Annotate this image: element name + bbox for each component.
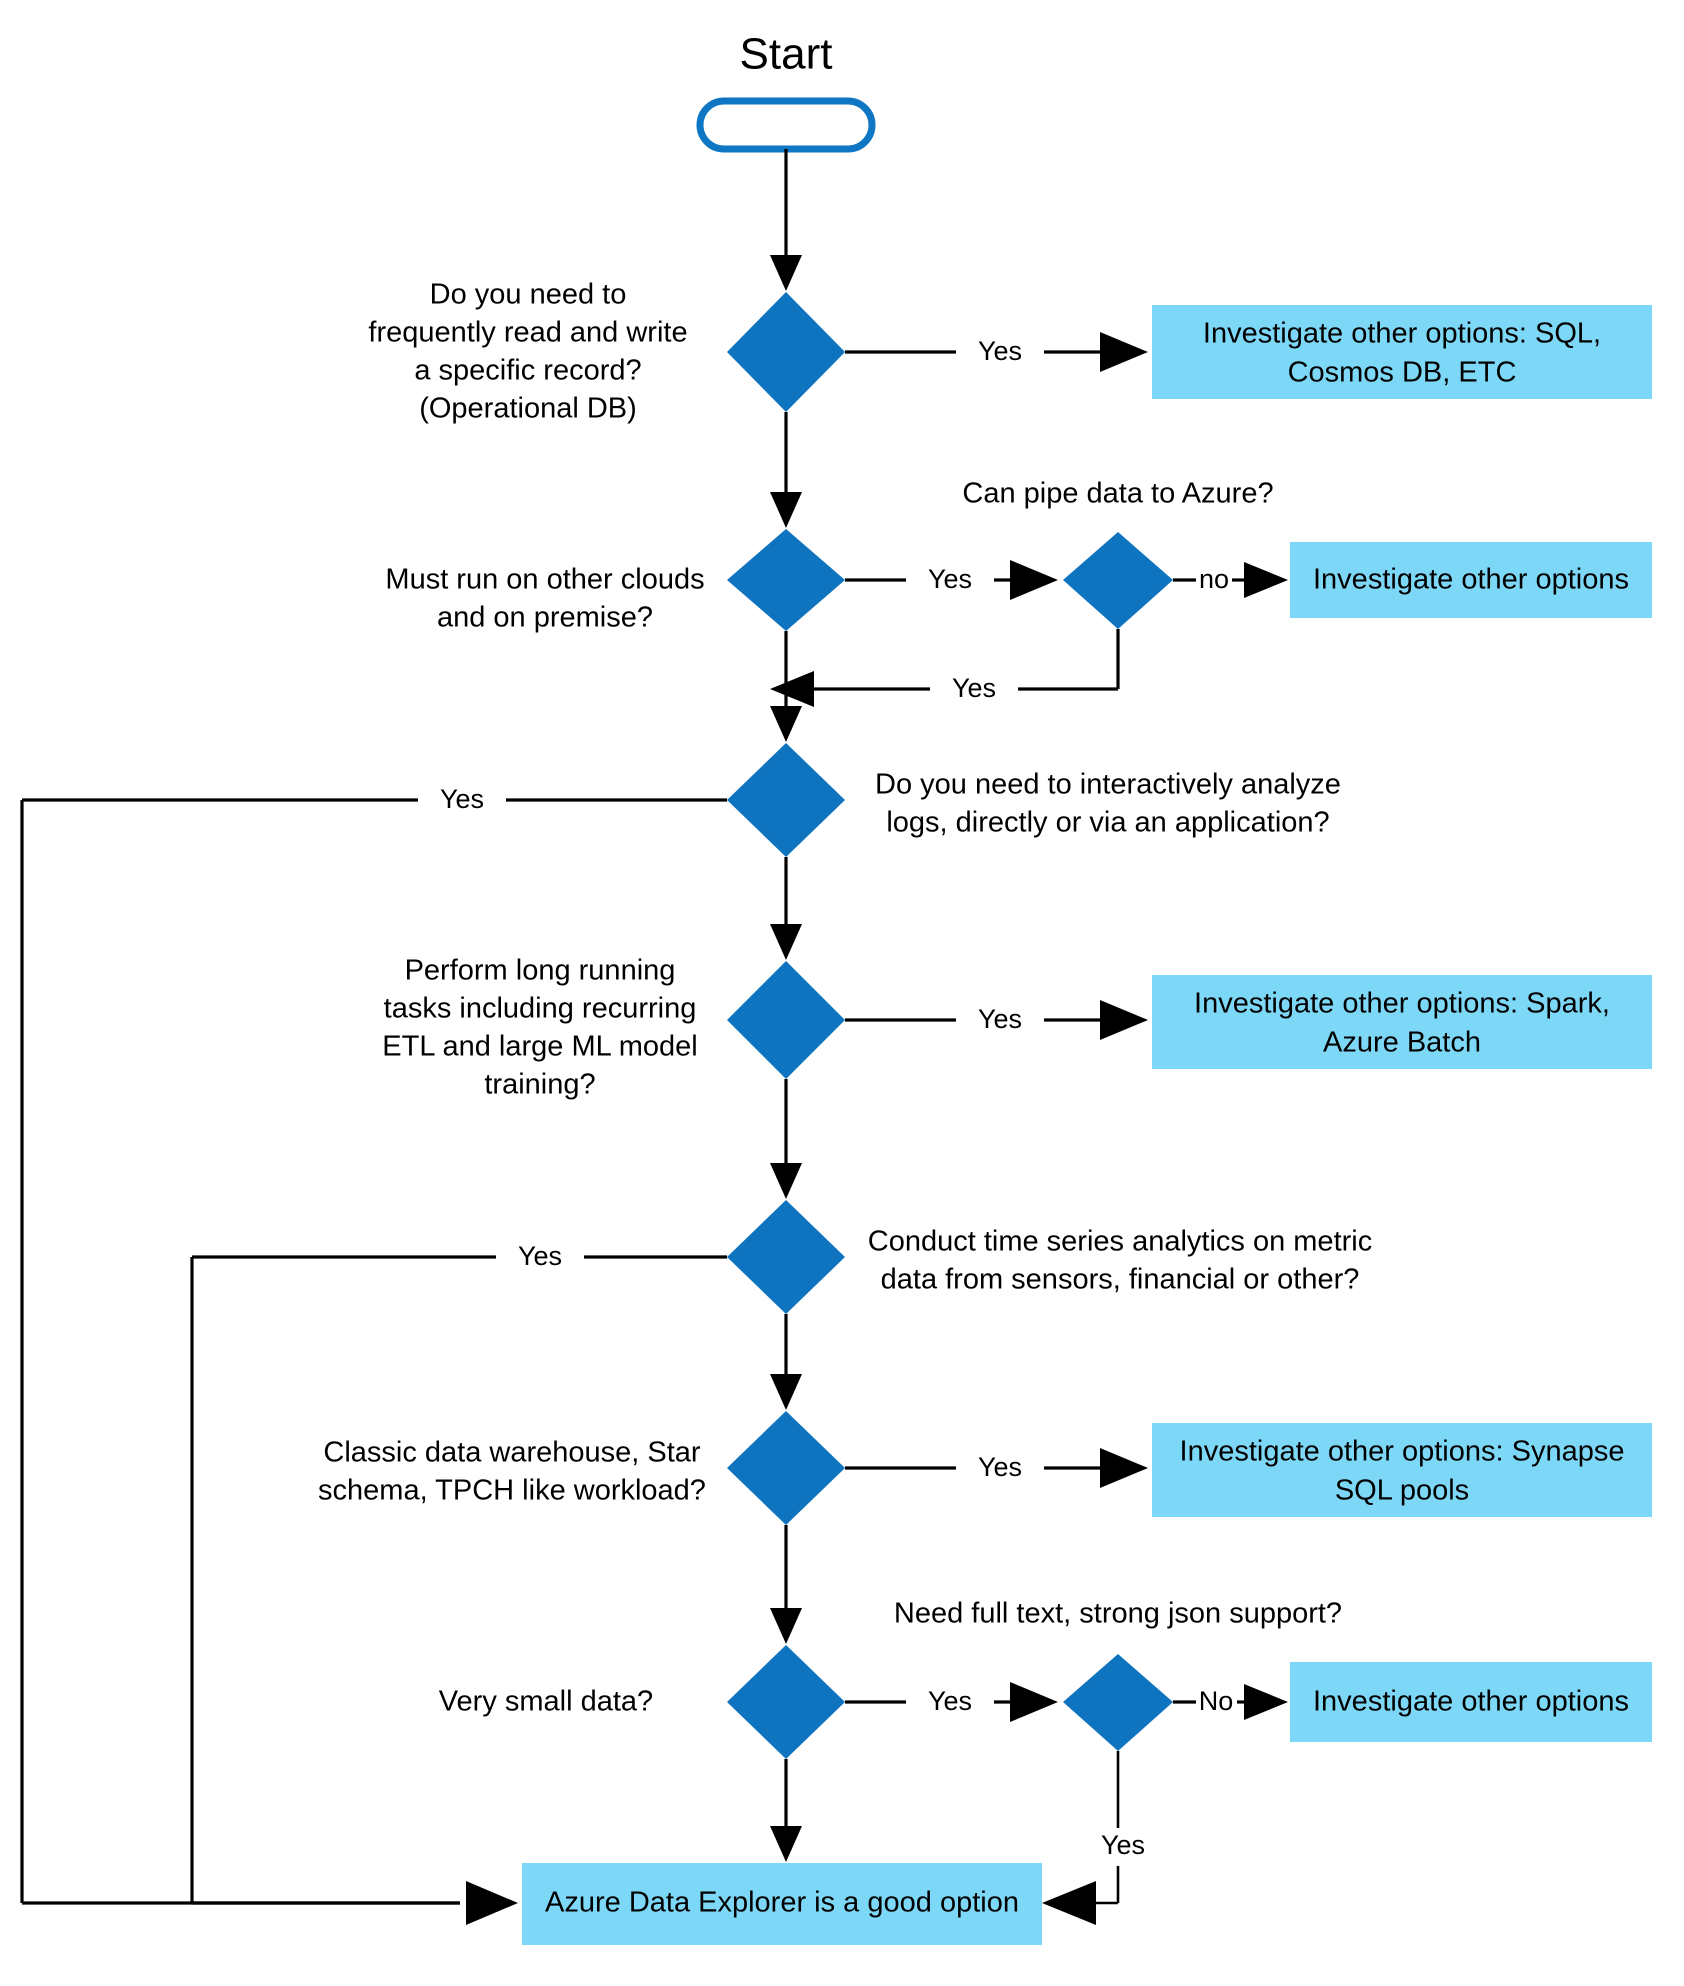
decision-other-clouds-line1: Must run on other clouds [385,564,704,596]
result-sql-cosmos-line1: Investigate other options: SQL, [1203,318,1601,350]
result-sql-cosmos-line2: Cosmos DB, ETC [1288,357,1517,389]
arrowhead-d4-yes [1100,1000,1148,1040]
edge-label-bg-d2b-yes [930,673,1018,707]
decision-long-running-tasks[interactable] [727,961,845,1079]
edge-label-d3-yes: Yes [440,784,484,814]
result-synapse-line2: SQL pools [1335,1475,1469,1507]
edge-label-d6-yes: Yes [978,1452,1022,1482]
edge-label-d2b-no: no [1199,564,1229,594]
decision-operational-db[interactable] [727,292,845,412]
edge-label-bg-d3-yes [418,784,506,818]
decision-operational-db-line1: Do you need to [430,279,627,311]
edge-label-d4-yes: Yes [978,1004,1022,1034]
arrowhead-d2-to-d3 [770,706,802,742]
decision-long-running-tasks-line4: training? [484,1069,595,1101]
result-synapse-box[interactable] [1152,1423,1652,1517]
arrowhead-d1-yes [1100,332,1148,372]
arrowhead-d7b-yes-final [1042,1881,1096,1925]
final-result-label: Azure Data Explorer is a good option [545,1887,1019,1919]
arrowhead-d6-yes [1100,1448,1148,1488]
decision-full-text-json-line1: Need full text, strong json support? [894,1598,1342,1630]
edge-label-d2b-yes: Yes [952,673,996,703]
result-sql-cosmos-box[interactable] [1152,305,1652,399]
edge-label-d7-yes: Yes [928,1686,972,1716]
result-investigate-other-1-line1: Investigate other options [1313,564,1629,596]
arrowhead-d4-to-d5 [770,1163,802,1199]
decision-pipe-to-azure[interactable] [1063,532,1173,629]
edge-label-d7b-yes: Yes [1101,1830,1145,1860]
edge-label-d2-yes: Yes [928,564,972,594]
arrowhead-d7b-no [1244,1684,1288,1720]
decision-long-running-tasks-line1: Perform long running [405,955,676,987]
result-spark-batch-line1: Investigate other options: Spark, [1194,988,1610,1020]
arrowhead-start-to-d1 [770,255,802,291]
arrowhead-d3-yes-final [466,1881,518,1925]
decision-interactive-logs-line1: Do you need to interactively analyze [875,769,1341,801]
decision-classic-dwh[interactable] [727,1411,845,1525]
decision-other-clouds[interactable] [727,529,845,631]
edge-label-d5-yes: Yes [518,1241,562,1271]
result-investigate-other-2-box[interactable] [1290,1662,1652,1742]
decision-interactive-logs-line2: logs, directly or via an application? [886,807,1329,839]
decision-full-text-json[interactable] [1063,1654,1173,1751]
edge-label-d7b-no: No [1199,1686,1234,1716]
arrowhead-d6-to-d7 [770,1608,802,1644]
decision-time-series-line1: Conduct time series analytics on metric [868,1226,1372,1258]
arrowhead-d1-to-d2 [770,492,802,528]
edge-label-bg-d1-yes [956,336,1044,370]
start-label: Start [740,30,833,79]
result-spark-batch-box[interactable] [1152,975,1652,1069]
final-result-box[interactable] [522,1863,1042,1945]
decision-operational-db-line4: (Operational DB) [419,393,637,425]
decision-other-clouds-line2: and on premise? [437,602,653,634]
decision-pipe-to-azure-line1: Can pipe data to Azure? [962,478,1273,510]
decision-time-series[interactable] [727,1200,845,1314]
arrowhead-d2-yes [1010,560,1058,600]
edge-label-bg-d6-yes [956,1452,1044,1486]
arrowhead-d7-to-final [770,1826,802,1862]
decision-long-running-tasks-line2: tasks including recurring [384,993,697,1025]
edge-label-bg-d7b-yes [1078,1828,1168,1866]
edge-label-d1-yes: Yes [978,336,1022,366]
result-investigate-other-2-line1: Investigate other options [1313,1686,1629,1718]
decision-very-small-data[interactable] [727,1645,845,1759]
decision-operational-db-line3: a specific record? [414,355,641,387]
decision-long-running-tasks-line3: ETL and large ML model [382,1031,697,1063]
arrowhead-d2b-yes [770,671,814,707]
decision-classic-dwh-line1: Classic data warehouse, Star [323,1437,701,1469]
decision-very-small-data-line1: Very small data? [439,1686,653,1718]
result-spark-batch-line2: Azure Batch [1323,1027,1481,1059]
edge-label-bg-d5-yes [496,1241,584,1275]
arrowhead-d5-to-d6 [770,1374,802,1410]
decision-operational-db-line2: frequently read and write [368,317,687,349]
result-investigate-other-1-box[interactable] [1290,542,1652,618]
decision-interactive-logs[interactable] [727,743,845,857]
arrowhead-d3-to-d4 [770,924,802,960]
decision-time-series-line2: data from sensors, financial or other? [881,1264,1360,1296]
arrowhead-d7-yes [1010,1682,1058,1722]
edge-label-bg-d4-yes [956,1004,1044,1038]
edge-label-bg-d7-yes [906,1686,994,1720]
edge-label-bg-d2-yes [906,564,994,598]
arrowhead-d2b-no [1244,562,1288,598]
decision-classic-dwh-line2: schema, TPCH like workload? [318,1475,706,1507]
result-synapse-line1: Investigate other options: Synapse [1180,1436,1625,1468]
start-terminal[interactable] [696,97,876,153]
